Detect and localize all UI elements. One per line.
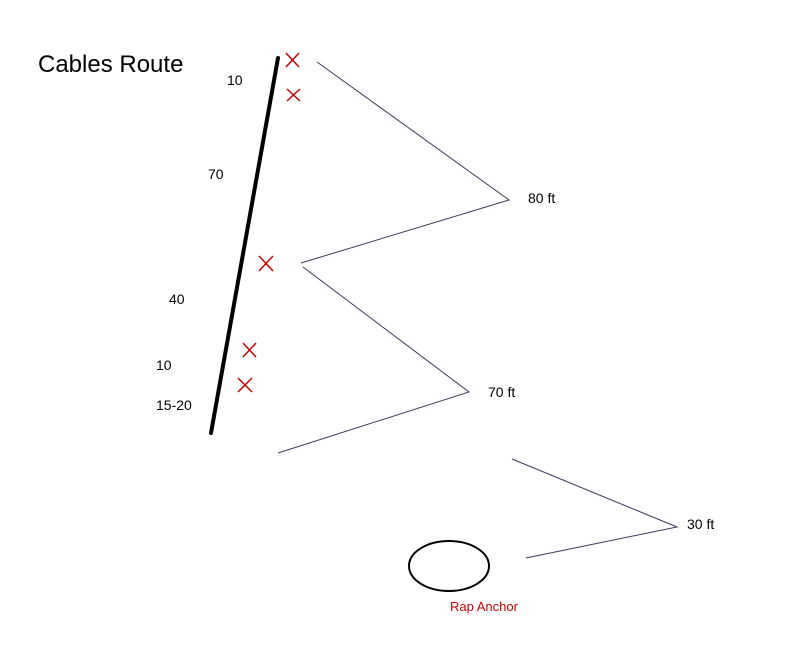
- pitch-label-40: 40: [169, 291, 185, 307]
- bolt-marker-4: [242, 342, 257, 358]
- cables-route-line: [209, 56, 280, 435]
- bolt-marker-5: [237, 377, 253, 393]
- rappel-line-1: [300, 61, 511, 264]
- rappel-label-30ft: 30 ft: [687, 516, 715, 532]
- diagram-title: Cables Route: [38, 51, 184, 78]
- pitch-label-70: 70: [208, 166, 224, 182]
- bolt-marker-3: [258, 255, 274, 272]
- rap-anchor-ellipse: [408, 540, 490, 592]
- rappel-label-70ft: 70 ft: [488, 384, 516, 400]
- rappel-line-2: [277, 266, 471, 454]
- bolt-marker-1: [285, 52, 300, 68]
- rappel-line-3: [511, 458, 679, 559]
- pitch-label-15-20: 15-20: [156, 397, 192, 413]
- rappel-label-80ft: 80 ft: [528, 190, 556, 206]
- bolt-marker-2: [286, 88, 301, 102]
- rap-anchor-label: Rap Anchor: [450, 599, 518, 614]
- pitch-label-10-bottom: 10: [156, 357, 172, 373]
- pitch-label-10-top: 10: [227, 72, 243, 88]
